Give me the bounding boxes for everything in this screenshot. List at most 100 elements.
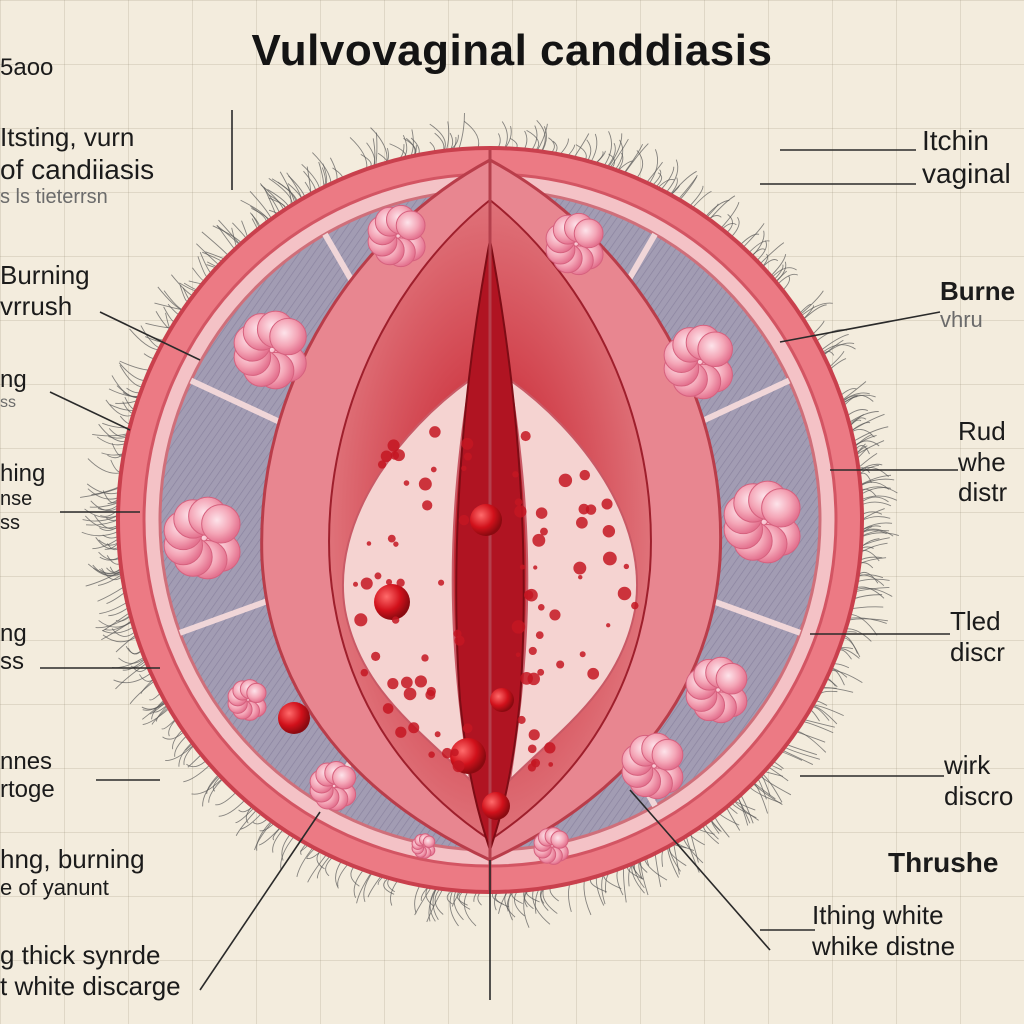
label-text: vrrush xyxy=(0,290,73,321)
label-text: vhru xyxy=(940,306,983,332)
hair-strand xyxy=(658,178,675,187)
hair-strand xyxy=(87,488,121,500)
hair-strand xyxy=(349,137,368,169)
discharge-dot xyxy=(414,675,428,688)
hair-strand xyxy=(679,175,698,200)
hair-strand xyxy=(161,719,175,730)
label-text: e of yanunt xyxy=(0,874,109,900)
lesion-cluster xyxy=(621,732,684,800)
discharge-dot xyxy=(535,507,548,519)
diagram-title: Vulvovaginal canddiasis xyxy=(251,26,773,75)
blood-droplet xyxy=(374,584,410,620)
hair-strand xyxy=(624,143,644,173)
label-right-2: Rud whe distr xyxy=(958,416,1007,508)
hair-strand xyxy=(856,587,893,597)
lesion-bump xyxy=(246,682,267,704)
hair-strand xyxy=(325,857,332,877)
hair-strand xyxy=(783,750,814,765)
discharge-dot xyxy=(387,678,399,690)
hair-strand xyxy=(506,892,513,912)
hair-strand xyxy=(702,826,720,845)
hair-strand xyxy=(647,149,659,187)
hair-strand xyxy=(862,496,889,503)
discharge-dot xyxy=(403,687,417,701)
hair-strand xyxy=(129,328,159,351)
lesion-bump xyxy=(715,662,748,695)
discharge-dot xyxy=(462,723,473,734)
hair-strand xyxy=(803,304,827,320)
blood-droplet xyxy=(490,688,514,712)
hair-strand xyxy=(101,567,123,581)
discharge-dot xyxy=(576,516,588,529)
hair-strand xyxy=(174,735,188,757)
hair-strand xyxy=(96,436,126,446)
label-left-0: 5aoo xyxy=(0,54,53,82)
discharge-dot xyxy=(525,588,538,602)
hair-strand xyxy=(605,872,610,894)
lesion-bump xyxy=(395,210,426,241)
hair-strand xyxy=(559,138,569,155)
discharge-dot xyxy=(532,533,546,547)
discharge-dot xyxy=(578,574,583,580)
hair-strand xyxy=(819,690,838,695)
hair-strand xyxy=(861,487,891,495)
right-pale-fold xyxy=(508,377,638,783)
lesion-cluster xyxy=(233,310,307,390)
hair-strand xyxy=(777,273,798,285)
hair-strand xyxy=(753,783,783,806)
discharge-dot xyxy=(458,514,470,526)
hair-strand xyxy=(105,399,132,417)
hair-strand xyxy=(316,856,330,879)
hair-strand xyxy=(633,863,645,889)
label-text: rtoge xyxy=(0,776,55,804)
label-text: whe xyxy=(958,446,1006,477)
hair-strand xyxy=(268,177,293,203)
lesion-cluster xyxy=(163,496,241,580)
hair-strand xyxy=(208,777,224,803)
hair-strand xyxy=(861,542,888,553)
hair-strand xyxy=(667,159,679,192)
label-right-5: Thrushe xyxy=(888,846,998,879)
hair-strand xyxy=(202,775,220,807)
hair-strand xyxy=(862,532,899,537)
hair-strand xyxy=(616,869,624,896)
hair-strand xyxy=(142,700,166,720)
discharge-dot xyxy=(380,450,393,463)
hair-strand xyxy=(92,539,118,550)
discharge-dot xyxy=(579,651,586,658)
discharge-dot xyxy=(382,703,394,714)
hair-strand xyxy=(98,620,133,628)
hair-strand xyxy=(235,808,254,824)
discharge-dot xyxy=(387,439,400,452)
label-text: wirk xyxy=(944,750,991,780)
discharge-dot xyxy=(527,744,537,754)
lesion-cluster xyxy=(227,679,267,721)
hair-strand xyxy=(374,132,378,167)
discharge-dot xyxy=(463,452,472,461)
discharge-dot xyxy=(434,731,441,738)
label-left-6: nnes rtoge xyxy=(0,748,55,805)
hair-strand xyxy=(92,564,121,576)
hair-strand xyxy=(97,586,126,602)
discharge-dot xyxy=(585,504,597,515)
discharge-dot xyxy=(511,620,526,634)
blood-droplet xyxy=(470,504,502,536)
hair-strand xyxy=(813,704,844,717)
label-text: vaginal xyxy=(922,158,1011,190)
hair-strand xyxy=(280,835,296,871)
hair-strand xyxy=(751,230,765,258)
label-text: 5aoo xyxy=(0,54,54,81)
separator-line xyxy=(178,595,275,636)
lesion-bump xyxy=(269,317,307,356)
hair-strand xyxy=(799,303,812,314)
hair-strand xyxy=(113,672,152,684)
discharge-dot xyxy=(452,760,465,773)
discharge-dot xyxy=(602,525,616,538)
label-left-4: hing nse ss xyxy=(0,460,45,536)
discharge-dot xyxy=(408,722,420,734)
hair-strand xyxy=(793,730,826,743)
lesion-cluster xyxy=(411,833,436,859)
hair-strand xyxy=(115,663,146,690)
hair-strand xyxy=(80,488,119,498)
hair-strand xyxy=(607,143,616,167)
